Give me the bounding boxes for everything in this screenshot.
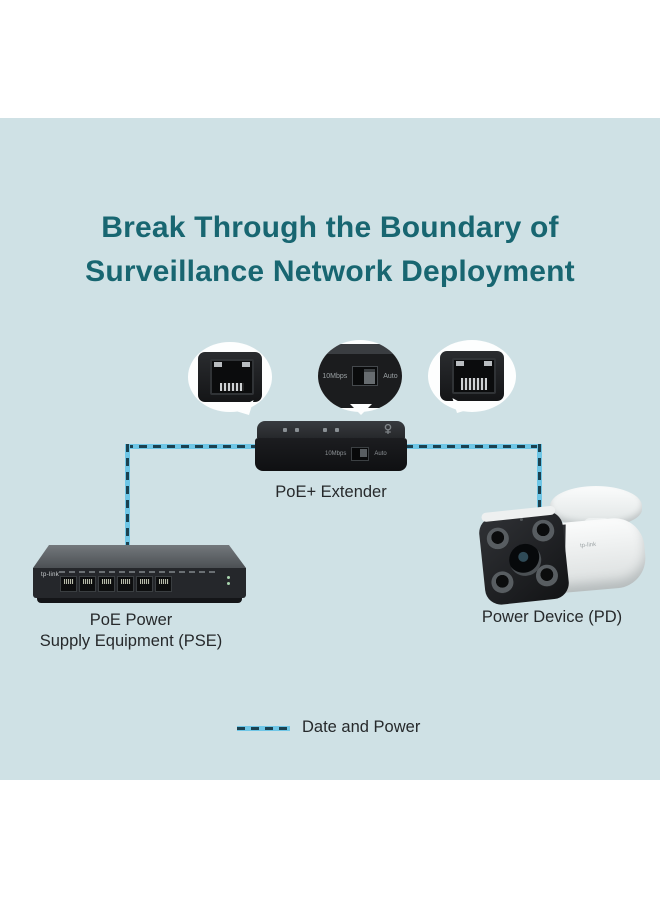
- led-indicator-icon: [323, 428, 327, 432]
- mode-switch-icon: [352, 366, 379, 386]
- spotlight-icon: [490, 570, 515, 595]
- bubble-circle: [428, 340, 516, 412]
- speed-label: 10Mbps: [322, 372, 348, 380]
- ethernet-port-icon: [117, 576, 134, 592]
- port-tab-icon: [484, 361, 492, 366]
- mode-switch-icon: [351, 447, 370, 461]
- switch-knob-icon: [360, 449, 368, 457]
- rj45-port-in-icon: [198, 352, 262, 402]
- bubble-circle: 10Mbps Auto: [318, 340, 402, 412]
- extender-front-face: 10Mbps Auto: [255, 438, 407, 471]
- callout-bubble-port-out: [428, 340, 516, 428]
- pse-label-line-2: Supply Equipment (PSE): [39, 632, 223, 650]
- bubble-tail: [350, 404, 372, 426]
- led-icon: [227, 582, 230, 585]
- ethernet-port-icon: [60, 576, 77, 592]
- led-indicator-icon: [335, 428, 339, 432]
- port-tab-icon: [214, 362, 222, 367]
- switch-base: [37, 598, 242, 603]
- status-leds: [227, 576, 230, 585]
- switch-top-face: [33, 545, 246, 568]
- switch-front-face: tp-link: [33, 568, 246, 598]
- led-indicator-icon: [283, 428, 287, 432]
- callout-bubble-speed-switch: 10Mbps Auto: [318, 340, 402, 415]
- spotlight-icon: [485, 526, 510, 551]
- port-pins-icon: [461, 378, 487, 390]
- extender-label: PoE+ Extender: [275, 483, 387, 501]
- title-line-2: Surveillance Network Deployment: [85, 255, 575, 288]
- ethernet-port-icon: [155, 576, 172, 592]
- ethernet-ports-row: [60, 576, 172, 592]
- camera-sensor-dot: [519, 517, 524, 522]
- rj45-port-out-icon: [440, 351, 504, 401]
- callout-bubble-port-in: [188, 342, 272, 430]
- dash-pattern: [237, 727, 290, 730]
- speed-label: 10Mbps: [325, 451, 347, 457]
- legend-label: Date and Power: [302, 718, 421, 736]
- spotlight-icon: [531, 518, 556, 543]
- camera-front-face: [477, 505, 571, 607]
- legend-dash-sample: [237, 726, 290, 731]
- dash-pattern: [126, 444, 129, 556]
- ethernet-port-icon: [98, 576, 115, 592]
- pse-label: PoE Power Supply Equipment (PSE): [10, 610, 252, 652]
- extender-top-face: [257, 421, 405, 438]
- pd-label: Power Device (PD): [481, 608, 623, 626]
- tp-link-logo-icon: [384, 424, 392, 434]
- switch-knob-icon: [364, 369, 376, 384]
- poe-extender-device: 10Mbps Auto: [255, 421, 407, 471]
- port-tab-icon: [242, 362, 250, 367]
- ethernet-port-icon: [79, 576, 96, 592]
- extender-controls: 10Mbps Auto: [325, 447, 387, 461]
- rj45-jack-icon: [210, 359, 254, 395]
- port-pins-icon: [220, 383, 244, 391]
- tp-link-brand-text: tp-link: [41, 572, 60, 578]
- auto-label: Auto: [374, 451, 387, 457]
- poe-switch-device: tp-link: [33, 545, 246, 603]
- port-tab-icon: [456, 361, 464, 366]
- connector-vertical-right-line: [537, 444, 542, 540]
- led-indicator-icon: [295, 428, 299, 432]
- dash-pattern: [538, 444, 541, 540]
- led-icon: [227, 576, 230, 579]
- auto-label: Auto: [383, 372, 398, 380]
- ethernet-port-icon: [136, 576, 153, 592]
- connector-vertical-left-line: [125, 444, 130, 556]
- speed-switch-detail: 10Mbps Auto: [318, 344, 402, 408]
- title-line-1: Break Through the Boundary of: [101, 211, 559, 244]
- port-label-strip: [59, 571, 216, 573]
- tp-link-logo-camera: tp-link: [579, 541, 597, 550]
- rj45-jack-icon: [452, 358, 496, 394]
- pse-label-line-1: PoE Power: [89, 611, 173, 629]
- security-camera-device: tp-link: [477, 486, 648, 607]
- bubble-circle: [188, 342, 272, 412]
- page-title: Break Through the Boundary of Surveillan…: [0, 206, 660, 294]
